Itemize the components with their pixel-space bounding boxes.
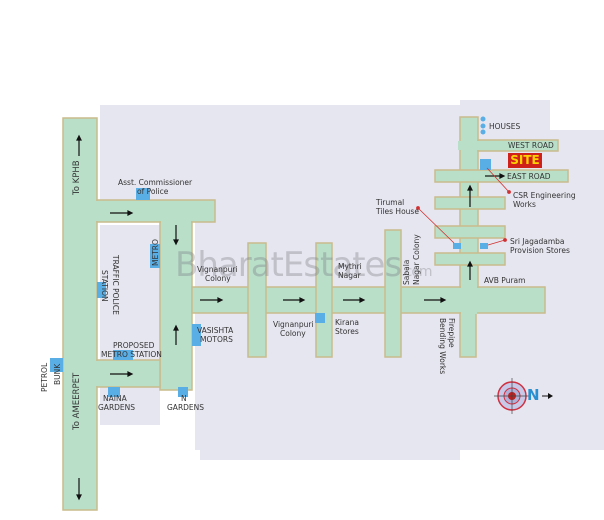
bunk-label: BUNK [53,363,62,385]
firepipe-label-2: Bending Works [438,318,447,375]
proposed-label-2: METRO STATION [101,350,162,359]
direction-arrows [76,134,506,501]
mythri-label-2: Nagar [338,271,361,280]
vignanpuri-bottom-label-2: Colony [280,329,306,338]
to-ameerpet-label: To AMEERPET [72,372,82,430]
houses-label: HOUSES [489,122,521,131]
landmark-markers [50,116,491,397]
vasishta-label-2: MOTORS [200,335,233,344]
pointer-lines [416,167,511,246]
acp-label-2: of Police [137,187,169,196]
vignanpuri-top-label-2: Colony [205,274,231,283]
sabala-label: Sabala [402,259,411,285]
site-marker: SITE [508,153,542,168]
traffic-police-label-2: STATION [100,270,109,302]
csr-label-2: Works [513,200,536,209]
tirumal-label-2: Tiles House [376,207,419,216]
vignanpuri-top-label-1: Vignanpuri [197,265,238,274]
csr-label-1: CSR Engineering [513,191,576,200]
to-kphb-label: To KPHB [72,160,82,195]
traffic-police-label-1: TRAFFIC POLICE [111,255,120,315]
kirana-label-1: Kirana [335,318,360,327]
jagadamba-label-1: Sri Jagadamba [510,237,565,246]
petrol-label: PETROL [40,362,49,392]
proposed-label-1: PROPOSED [113,341,155,350]
naina-label-2: GARDENS [98,403,136,412]
compass-icon [494,378,553,414]
avb-puram-label: AVB Puram [484,276,526,285]
firepipe-label-1: Firepipe [447,318,456,348]
acp-label-1: Asst. Commissioner [118,178,193,187]
east-road-label: EAST ROAD [507,172,551,181]
nagar-colony-label: Nagar Colony [412,234,421,285]
roads [62,116,569,511]
jagadamba-label-2: Provision Stores [510,246,570,255]
n-gardens-label-1: N [181,394,187,403]
vignanpuri-bottom-label-1: Vignanpuri [273,320,314,329]
tirumal-label-1: Tirumal [376,198,405,207]
kirana-label-2: Stores [335,327,359,336]
metro-label: METRO [151,239,160,266]
mythri-label-1: Mythri [338,262,362,271]
watermark: BharatEstates.com [175,245,433,285]
vasishta-label-1: VASISHTA [197,326,234,335]
naina-label-1: NAINA [103,394,127,403]
n-gardens-label-2: GARDENS [167,403,205,412]
north-indicator: N [527,386,540,404]
west-road-label: WEST ROAD [508,141,554,150]
